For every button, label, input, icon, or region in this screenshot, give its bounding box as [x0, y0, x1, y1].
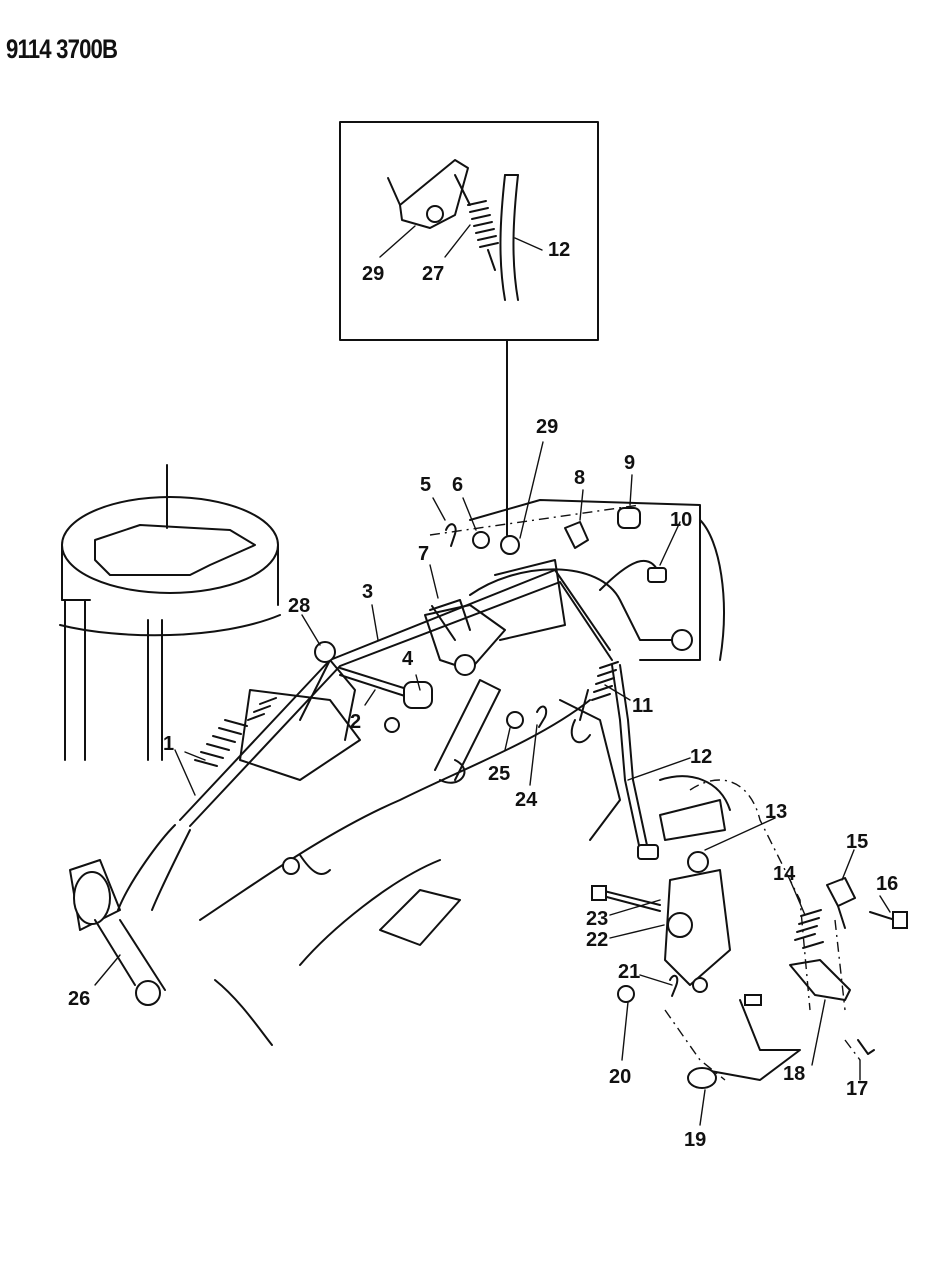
callout-17: 17 [846, 1078, 868, 1100]
callout-24: 24 [515, 789, 538, 811]
callout-8: 8 [574, 467, 585, 489]
engine-block [199, 499, 725, 1046]
callout-inset-29: 29 [362, 263, 384, 285]
callout-inset-27: 27 [422, 263, 444, 285]
document-code: 9114 3700B [6, 34, 118, 64]
callout-20: 20 [609, 1066, 631, 1088]
callout-15: 15 [846, 831, 868, 853]
callout-13: 13 [765, 801, 787, 823]
callout-11: 11 [632, 695, 653, 717]
upper-bracket [424, 559, 566, 676]
fastener-row [429, 504, 641, 555]
callout-18: 18 [783, 1063, 805, 1085]
callout-29: 29 [536, 416, 558, 438]
callout-22: 22 [586, 929, 608, 951]
transmission-housing [59, 464, 281, 761]
callout-23: 23 [586, 908, 608, 930]
callout-26: 26 [68, 988, 90, 1010]
inset-spring [467, 200, 499, 248]
callout-5: 5 [420, 474, 431, 496]
rod-10 [469, 559, 693, 651]
callout-28: 28 [288, 595, 310, 617]
throttle-lever [69, 824, 191, 1006]
inset-detail: 29 27 12 [339, 121, 599, 536]
callout-3: 3 [362, 581, 373, 603]
kickdown-lever [434, 679, 548, 784]
callout-19: 19 [684, 1129, 706, 1151]
cable-bracket [299, 641, 433, 741]
callout-25: 25 [488, 763, 510, 785]
callout-2: 2 [350, 711, 361, 733]
cable-12 [611, 664, 659, 860]
callout-7: 7 [418, 543, 429, 565]
callout-4: 4 [402, 648, 414, 670]
leader-lines [174, 441, 891, 1126]
callout-6: 6 [452, 474, 463, 496]
spring-11 [570, 661, 619, 744]
lower-assembly [591, 775, 908, 1089]
callout-14: 14 [773, 863, 796, 885]
callout-16: 16 [876, 873, 898, 895]
callout-inset-12: 12 [548, 239, 570, 261]
callout-12: 12 [690, 746, 712, 768]
callout-9: 9 [624, 452, 635, 474]
callout-1: 1 [163, 733, 174, 755]
callout-21: 21 [618, 961, 640, 983]
callout-10: 10 [670, 509, 692, 531]
throttle-cable [179, 569, 613, 827]
callout-labels: 1 2 3 4 5 6 7 8 9 10 11 12 13 14 15 16 1… [68, 416, 898, 1151]
